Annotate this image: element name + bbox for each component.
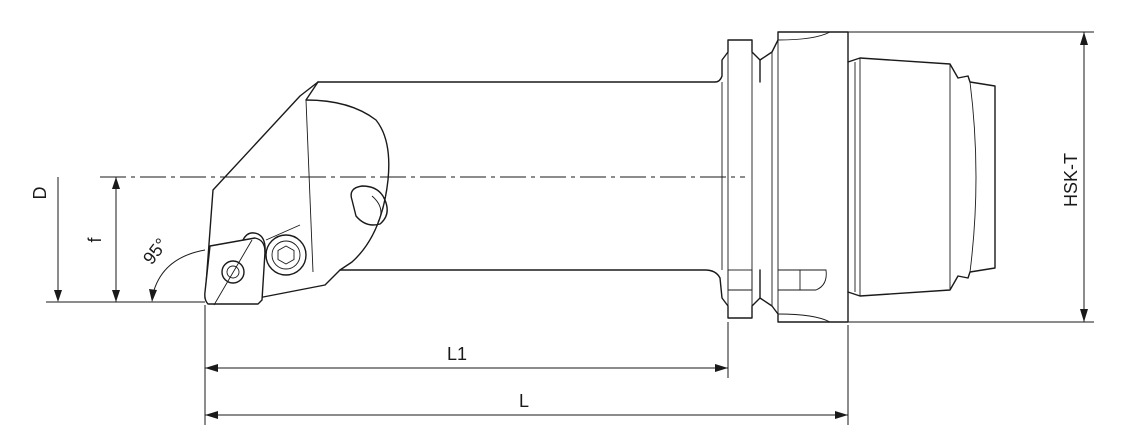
flange (727, 31, 849, 323)
dimension-l: L (205, 325, 849, 425)
label-f: f (85, 237, 105, 243)
cutting-head (305, 81, 390, 273)
label-l: L (519, 391, 529, 411)
dimension-l1: L1 (204, 305, 729, 425)
cutting-insert (204, 232, 266, 306)
dimension-f: f (85, 177, 120, 302)
label-l1: L1 (447, 344, 467, 364)
dimension-d: D (30, 177, 62, 302)
clamp-screw (265, 224, 307, 276)
hsk-taper (847, 57, 996, 297)
shank-body (204, 39, 761, 319)
dimension-hsk: HSK-T (848, 31, 1094, 323)
label-d: D (30, 187, 50, 200)
label-angle: 95° (139, 234, 172, 268)
label-hsk: HSK-T (1061, 153, 1081, 207)
dimension-angle: 95° (139, 234, 206, 302)
